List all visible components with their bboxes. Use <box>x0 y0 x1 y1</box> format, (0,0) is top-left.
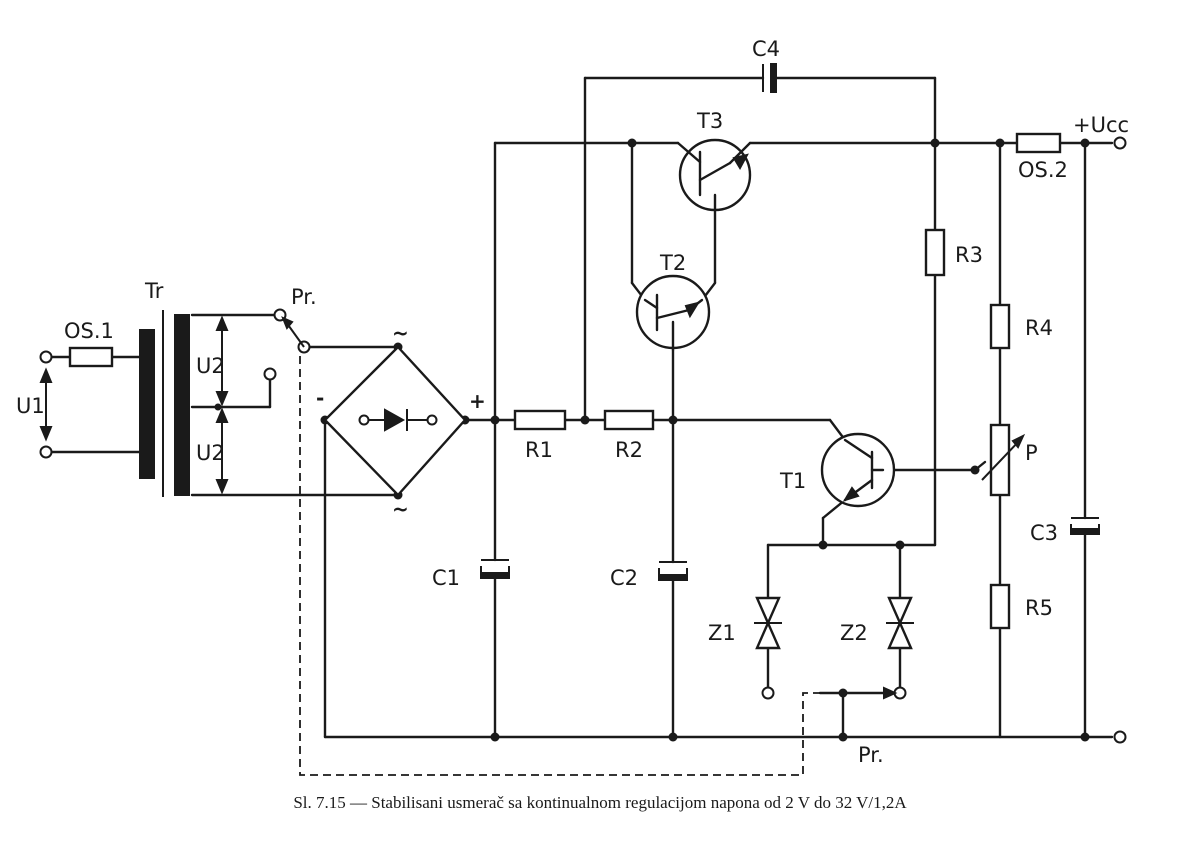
figure-caption: Sl. 7.15 — Stabilisani usmerač sa kontin… <box>293 793 907 812</box>
label-r4: R4 <box>1025 316 1053 340</box>
label-u2-lower: U2 <box>196 441 225 465</box>
range-switch-top <box>281 316 305 348</box>
label-bridge-ac-bottom: ~ <box>392 497 409 521</box>
primary-terminal-top <box>39 350 53 364</box>
label-tr: Tr <box>144 279 164 303</box>
label-bridge-plus: + <box>469 389 486 413</box>
label-r1: R1 <box>525 438 553 462</box>
label-c1: C1 <box>432 566 460 590</box>
primary-terminal-bottom <box>39 445 53 459</box>
label-pr-top: Pr. <box>291 285 317 309</box>
ucc-terminal <box>1113 136 1127 150</box>
label-u1: U1 <box>16 394 45 418</box>
zener-z2 <box>886 596 914 650</box>
label-bridge-ac-top: ~ <box>392 321 409 345</box>
label-p: P <box>1025 441 1038 465</box>
label-t2: T2 <box>659 251 686 275</box>
label-z1: Z1 <box>708 621 736 645</box>
transistor-t3 <box>676 138 752 212</box>
label-c4: C4 <box>752 37 780 61</box>
zener-z1 <box>754 596 782 650</box>
transformer-tr <box>139 310 190 497</box>
resistor-r1 <box>513 409 567 431</box>
capacitor-c2 <box>658 561 688 581</box>
label-r3: R3 <box>955 243 983 267</box>
transistor-t1 <box>820 432 896 508</box>
bridge-rectifier <box>323 345 467 497</box>
label-bridge-minus: - <box>316 386 324 410</box>
resistor-r2 <box>603 409 655 431</box>
resistor-r3 <box>924 228 946 277</box>
label-os1: OS.1 <box>64 319 114 343</box>
fuse-os1 <box>68 346 114 368</box>
label-t1: T1 <box>779 469 806 493</box>
transistor-t2 <box>635 274 711 352</box>
terminals <box>39 136 1127 744</box>
label-u2-upper: U2 <box>196 354 225 378</box>
potentiometer-p <box>981 423 1026 497</box>
label-r2: R2 <box>615 438 643 462</box>
label-r5: R5 <box>1025 596 1053 620</box>
label-c2: C2 <box>610 566 638 590</box>
label-os2: OS.2 <box>1018 158 1068 182</box>
resistor-r5 <box>989 583 1011 630</box>
capacitor-c3 <box>1070 517 1100 535</box>
junction-dots <box>214 138 1090 742</box>
fuse-os2 <box>1015 132 1062 154</box>
label-t3: T3 <box>696 109 723 133</box>
resistor-r4 <box>989 303 1011 350</box>
voltage-arrows <box>39 315 229 495</box>
label-ucc: +Ucc <box>1073 113 1129 137</box>
capacitor-c1 <box>480 559 510 579</box>
label-c3: C3 <box>1030 521 1058 545</box>
label-z2: Z2 <box>840 621 868 645</box>
capacitor-c4 <box>762 63 777 93</box>
range-switch-bottom <box>883 686 898 700</box>
label-pr-bottom: Pr. <box>858 743 884 767</box>
ground-terminal <box>1113 730 1127 744</box>
wiring <box>48 76 1114 739</box>
